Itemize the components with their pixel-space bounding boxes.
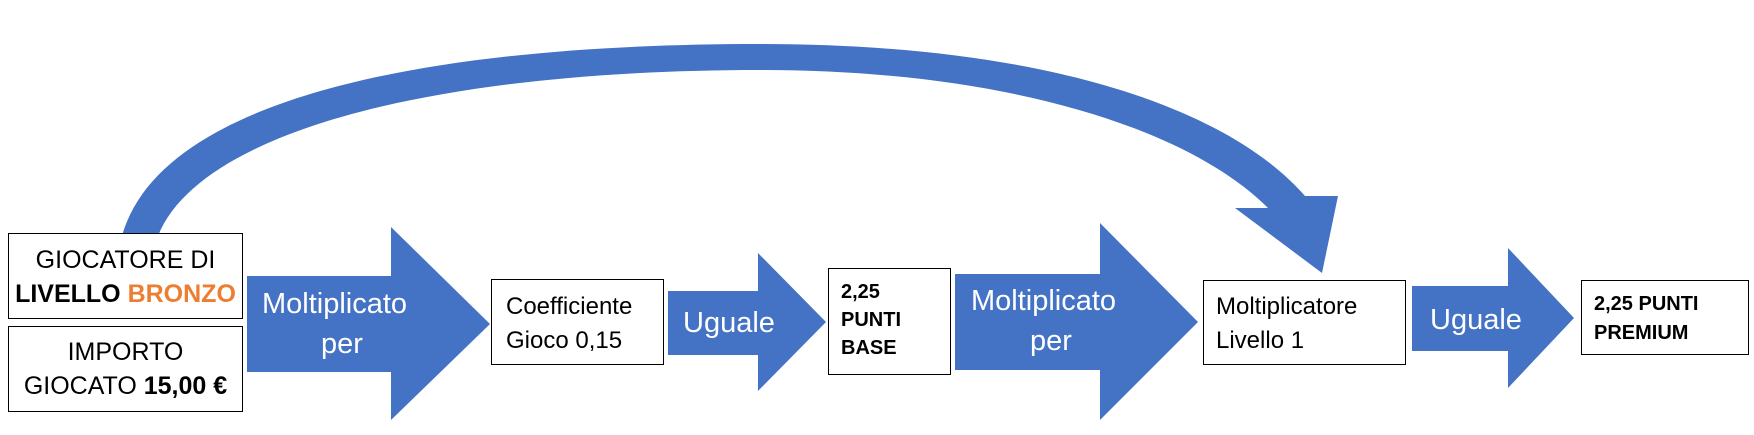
base-points-value: 2,25 [841, 281, 880, 303]
level-multiplier-line1: Moltiplicatore [1216, 293, 1358, 320]
equals-arrow-1-shape [668, 253, 826, 391]
multiply-arrow-2-line2: per [1030, 325, 1072, 357]
multiply-arrow-1-shape [247, 227, 490, 420]
player-label-line1: GIOCATORE DI [35, 246, 216, 274]
multiply-arrow-1-line1: Moltiplicato [262, 288, 408, 320]
multiply-arrow-2-line1: Moltiplicato [971, 285, 1117, 317]
amount-label-line1: IMPORTO [67, 338, 184, 366]
coefficient-line1: Coefficiente [506, 293, 633, 320]
player-level-box: GIOCATORE DI LIVELLO BRONZO [8, 233, 243, 319]
premium-points-line2: PREMIUM [1594, 322, 1689, 344]
equals-arrow-1-text: Uguale [683, 307, 775, 339]
base-points-box: 2,25 PUNTI BASE [828, 268, 951, 375]
amount-played-box: IMPORTO GIOCATO 15,00 € [8, 326, 243, 412]
multiply-arrow-1-line2: per [321, 328, 363, 360]
equals-arrow-2-shape [1412, 248, 1574, 388]
curved-arrow-shaft [122, 44, 1338, 273]
player-label-prefix: LIVELLO [15, 280, 128, 308]
base-points-line2: PUNTI [841, 309, 901, 331]
equals-arrow-2-label: Uguale [1430, 300, 1522, 340]
premium-points-line1: 2,25 PUNTI [1594, 293, 1699, 315]
level-multiplier-line2: Livello 1 [1216, 327, 1305, 354]
multiply-arrow-1-label: Moltiplicato per [262, 284, 407, 364]
multiply-arrow-2-shape [955, 223, 1198, 420]
player-level-value: BRONZO [127, 280, 236, 308]
amount-label-prefix: GIOCATO [23, 372, 144, 400]
equals-arrow-1-label: Uguale [683, 303, 775, 343]
multiply-arrow-2-label: Moltiplicato per [971, 281, 1116, 361]
level-multiplier-box: Moltiplicatore Livello 1 [1203, 280, 1406, 365]
equals-arrow-2-text: Uguale [1430, 304, 1522, 336]
coefficient-line2: Gioco 0,15 [506, 327, 623, 354]
base-points-line3: BASE [841, 337, 897, 359]
coefficient-box: Coefficiente Gioco 0,15 [491, 279, 664, 365]
premium-points-box: 2,25 PUNTI PREMIUM [1581, 280, 1749, 355]
amount-value: 15,00 € [143, 372, 228, 400]
